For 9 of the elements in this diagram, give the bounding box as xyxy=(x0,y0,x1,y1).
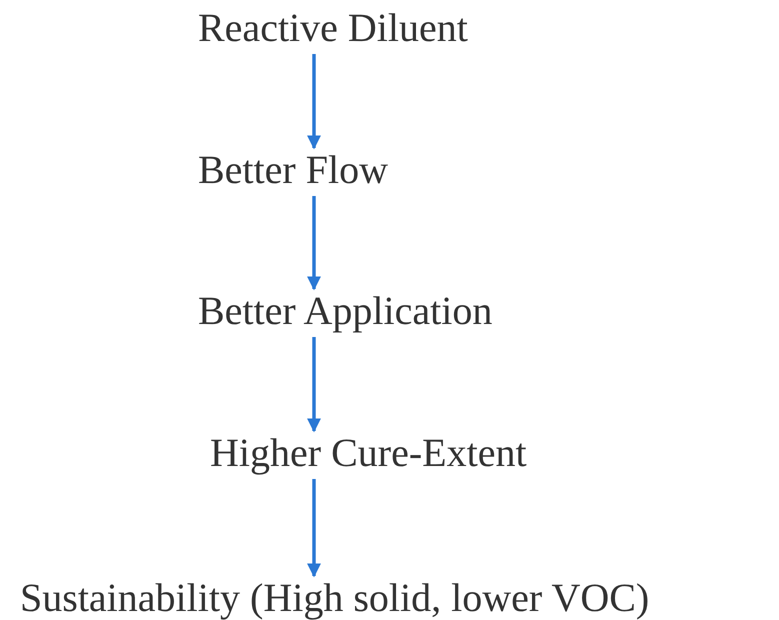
flow-step-text: Sustainability (High solid, lower VOC) xyxy=(20,576,650,620)
flow-step-text: Better Application xyxy=(198,289,492,333)
flow-step-text: Better Flow xyxy=(198,148,388,192)
arrow xyxy=(307,479,321,578)
arrow xyxy=(307,196,321,290)
flow-step-text: Higher Cure-Extent xyxy=(210,431,527,475)
arrow xyxy=(307,337,321,432)
arrow xyxy=(307,54,321,150)
flow-step-text: Reactive Diluent xyxy=(198,6,468,50)
